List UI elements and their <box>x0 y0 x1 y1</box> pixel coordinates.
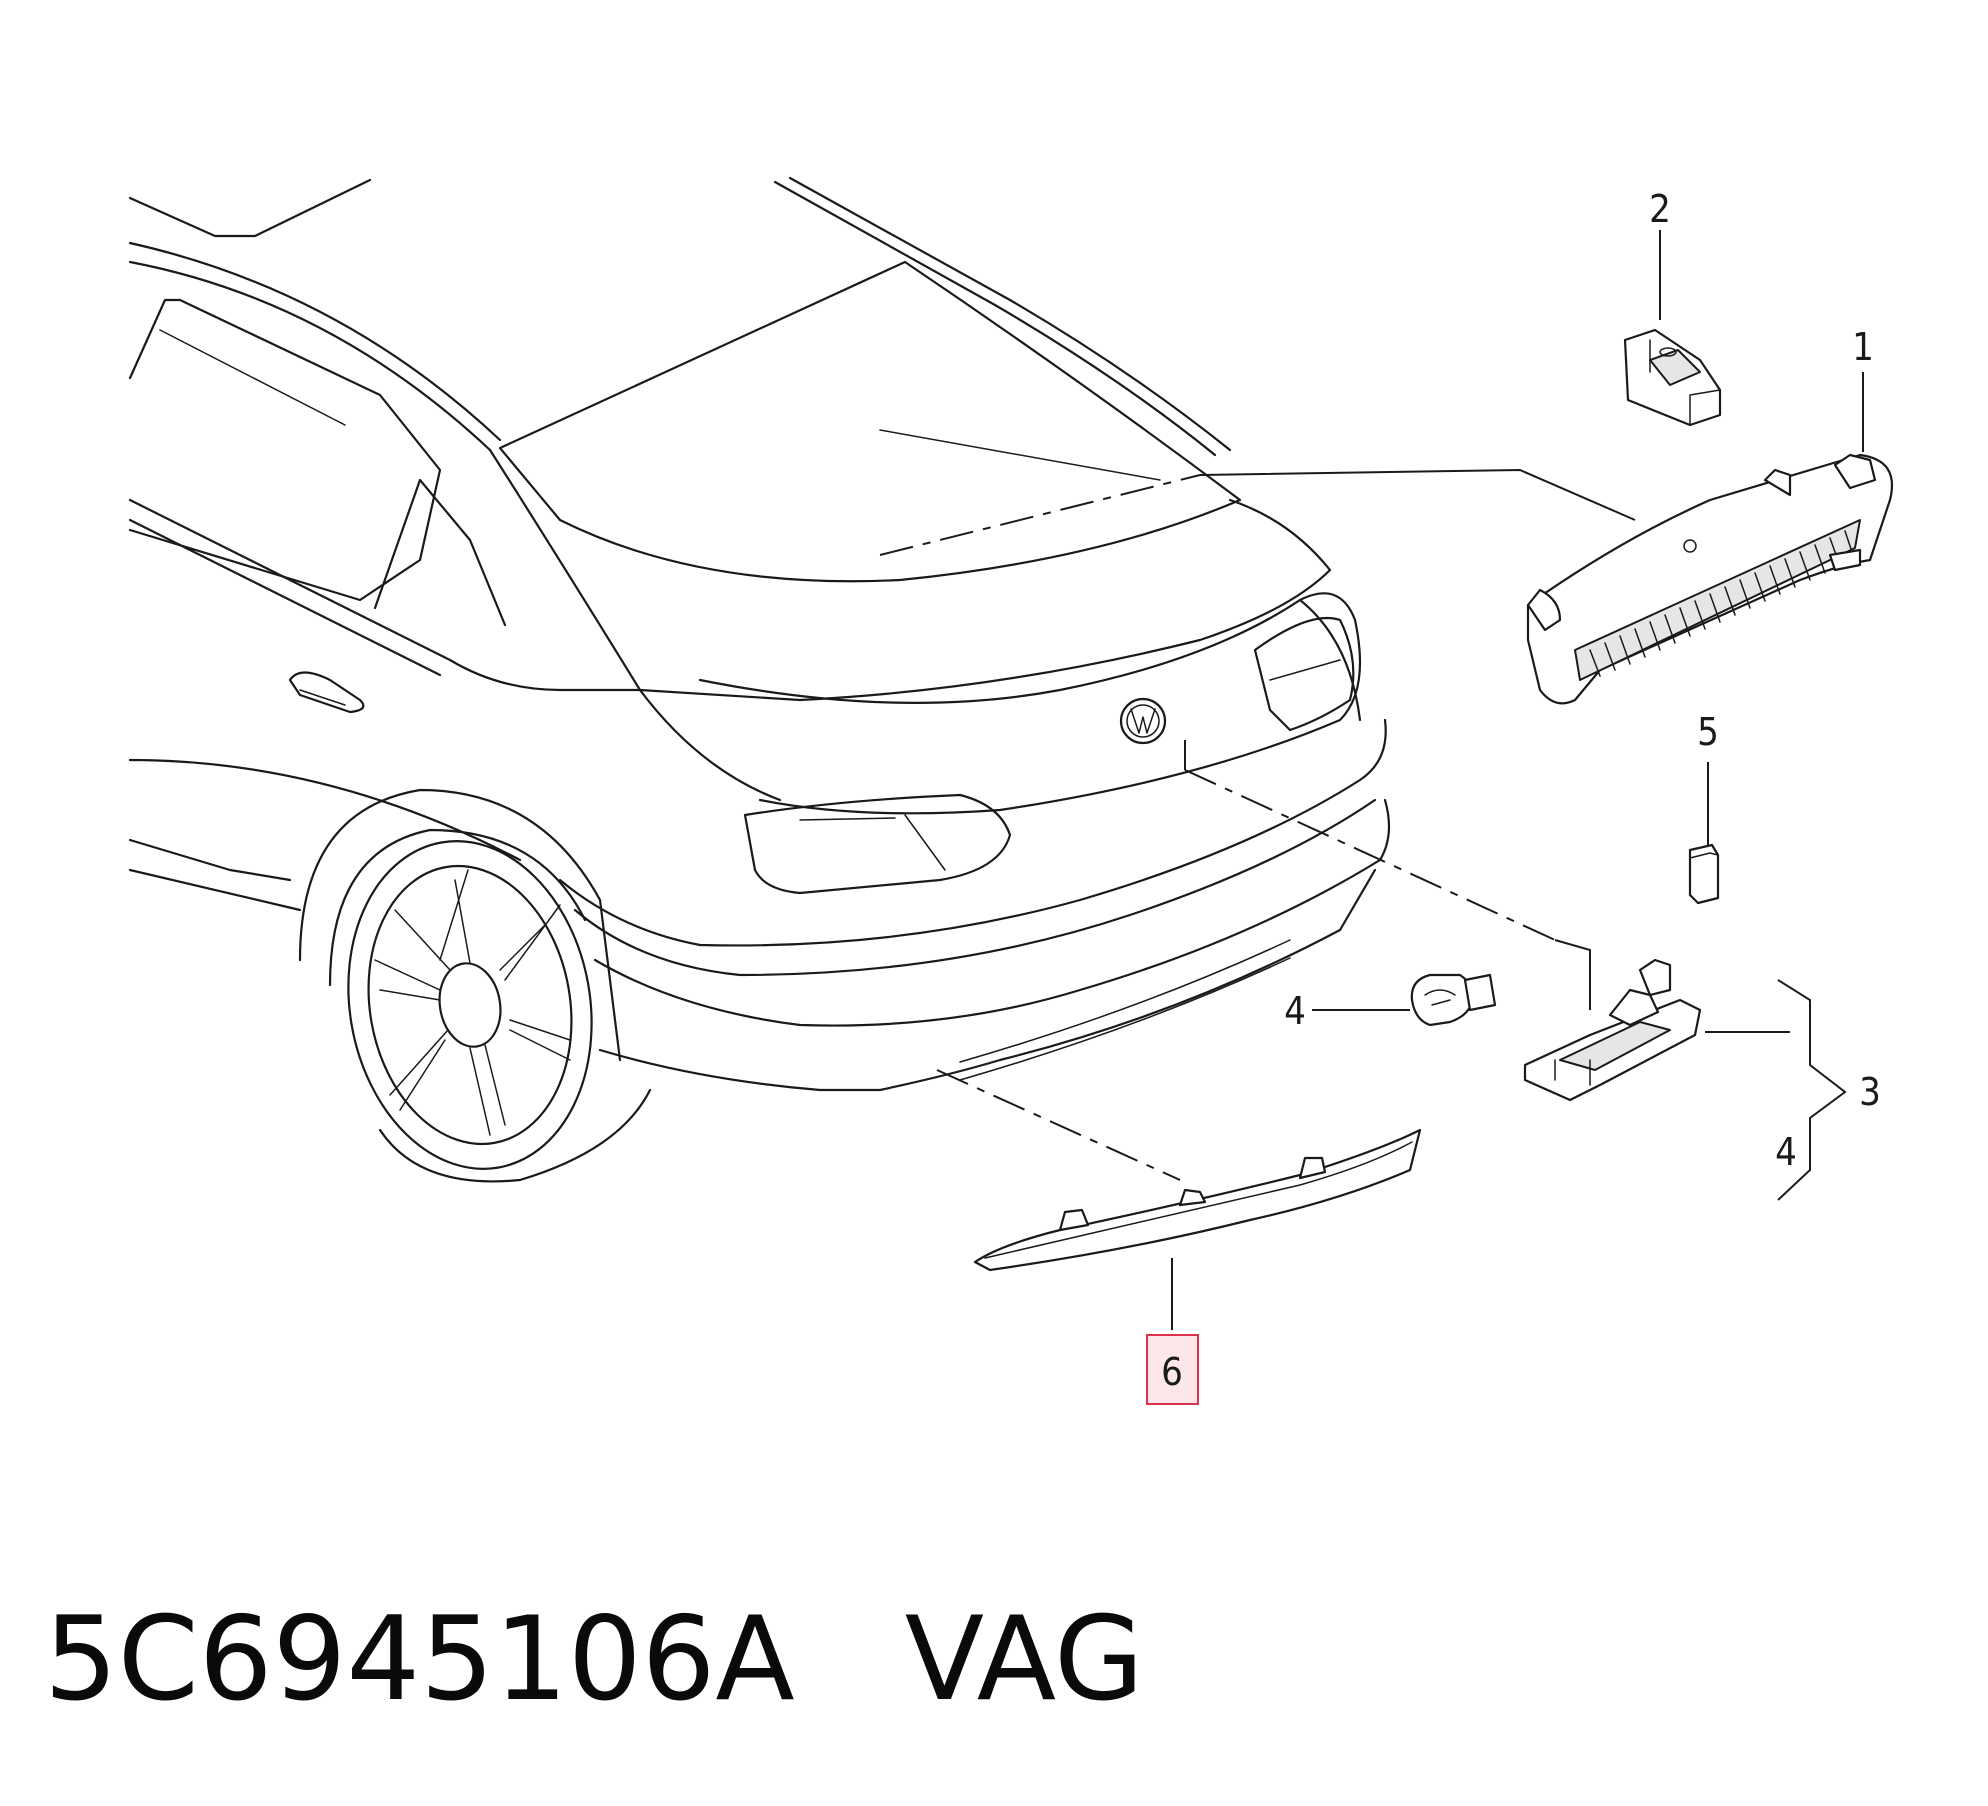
part-5-small-fitting[interactable] <box>1688 843 1720 905</box>
callout-1[interactable]: 1 <box>1852 325 1874 369</box>
callout-4-bracket[interactable]: 4 <box>1775 1130 1797 1174</box>
part-number: 5C6945106A <box>44 1592 795 1727</box>
car-illustration <box>128 176 1391 1183</box>
part-brand: VAG <box>904 1592 1144 1727</box>
part-2-bracket-clip[interactable] <box>1623 328 1722 427</box>
part-4-bulb[interactable] <box>1410 973 1497 1027</box>
callout-2[interactable]: 2 <box>1649 187 1671 231</box>
highlight-box <box>1146 1334 1199 1405</box>
callout-5[interactable]: 5 <box>1697 710 1719 754</box>
part-6-reflector-strip[interactable] <box>973 1128 1422 1272</box>
part-1-third-brake-light[interactable] <box>1526 453 1894 705</box>
part-3-plate-light[interactable] <box>1523 958 1702 1102</box>
part-caption: 5C6945106A VAG <box>44 1585 1944 1735</box>
callout-6[interactable]: 6 <box>1161 1350 1183 1394</box>
callout-4-bulb[interactable]: 4 <box>1284 989 1306 1033</box>
callout-3[interactable]: 3 <box>1859 1070 1881 1114</box>
